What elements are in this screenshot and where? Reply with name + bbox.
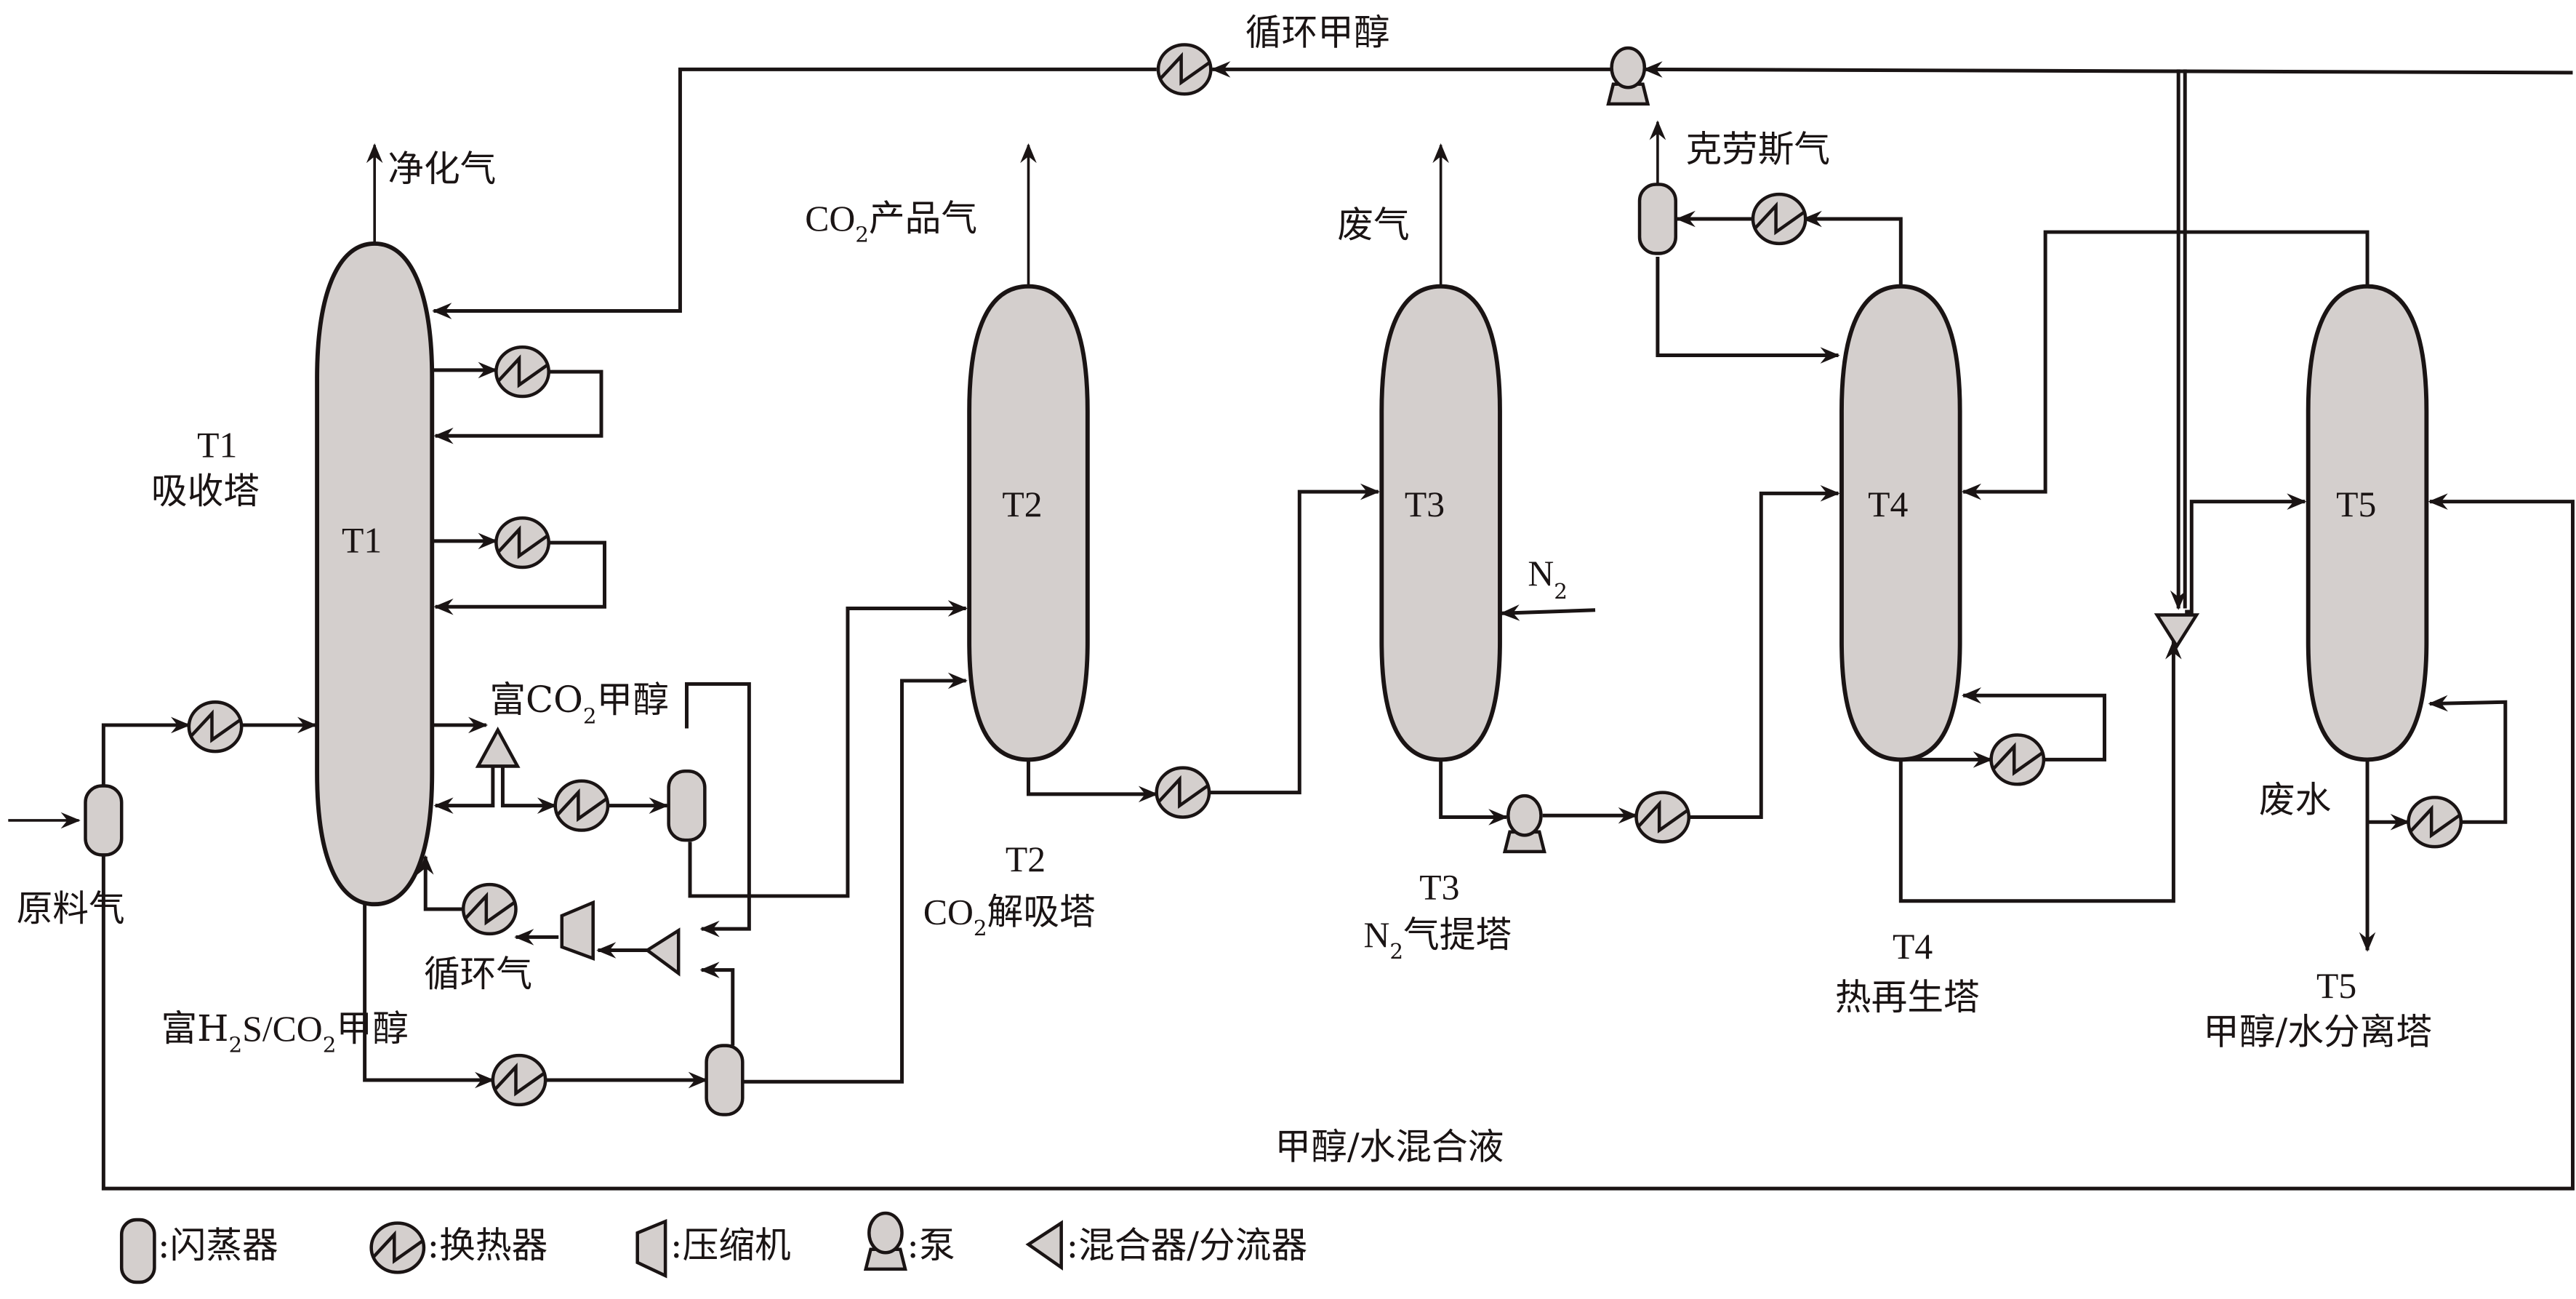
mixer-recycle-gas[interactable]: [644, 927, 681, 977]
label-feed-gas: 原料气: [17, 887, 125, 930]
legend-item-mixer-splitter: :混合器/分流器: [1025, 1220, 1307, 1271]
legend-label-flash-drum: :闪蒸器: [158, 1224, 278, 1266]
heat-exchanger-recycle-methanol[interactable]: [1158, 44, 1211, 94]
heat-exchanger-t1-pa2[interactable]: [496, 518, 548, 567]
caption-t1-tag: T1: [197, 425, 237, 465]
label-rich-h2s-co2-methanol: 富H2S/CO2甲醇: [161, 1007, 408, 1058]
heat-exchanger-t5-reboiler[interactable]: [2409, 797, 2461, 847]
column-t3-tag: T3: [1405, 484, 1445, 524]
column-t5[interactable]: T5: [2306, 284, 2429, 762]
legend: :闪蒸器 :换热器 :压缩机 :泵 :混合器/分流器: [119, 1213, 1307, 1284]
column-t1[interactable]: T1: [315, 241, 435, 907]
pump-recycle-methanol[interactable]: [1608, 48, 1648, 104]
heat-exchanger-t4-reboiler[interactable]: [1991, 735, 2044, 784]
caption-t2-tag: T2: [1006, 839, 1046, 879]
legend-label-heat-exchanger: :换热器: [427, 1224, 547, 1266]
column-t1-tag: T1: [342, 521, 382, 561]
stream-labels: 净化气 循环甲醇 CO2产品气 废气 克劳斯气 N2 原料气 富CO2甲醇 循环…: [17, 11, 2332, 1167]
heat-exchanger-feed[interactable]: [189, 702, 241, 751]
flash-drum-claus[interactable]: [1640, 185, 1676, 254]
pump-icon: [866, 1213, 905, 1269]
flash-drum-icon: [119, 1218, 156, 1284]
pump-t3-bottom[interactable]: [1505, 796, 1544, 852]
column-t2[interactable]: T2: [967, 284, 1090, 762]
caption-t3-name: N2气提塔: [1363, 914, 1512, 964]
caption-t4-tag: T4: [1893, 927, 1933, 967]
legend-item-pump: :泵: [866, 1213, 955, 1269]
heat-exchanger-t1-pa1[interactable]: [496, 347, 548, 396]
compressor-icon: [635, 1218, 667, 1279]
legend-item-compressor: :压缩机: [635, 1218, 791, 1279]
legend-item-flash-drum: :闪蒸器: [119, 1218, 278, 1284]
caption-t1-name: 吸收塔: [151, 470, 260, 512]
flash-drum-co2[interactable]: [669, 771, 705, 840]
heat-exchanger-t2-bottom[interactable]: [1157, 768, 1209, 818]
label-claus-gas: 克劳斯气: [1685, 128, 1830, 170]
flash-drum-h2s[interactable]: [707, 1046, 743, 1115]
heat-exchanger-t3-bottom[interactable]: [1637, 793, 1689, 842]
label-n2-feed: N2: [1528, 553, 1568, 604]
legend-item-heat-exchanger: :换热器: [372, 1223, 547, 1273]
column-t3[interactable]: T3: [1379, 284, 1502, 762]
flash-drum-feed[interactable]: [85, 786, 121, 855]
caption-t3-tag: T3: [1419, 867, 1459, 907]
column-captions: T1 吸收塔 T2 CO2解吸塔 T3 N2气提塔 T4 热再生塔 T5 甲醇/…: [151, 425, 2432, 1053]
label-co2-product: CO2产品气: [805, 197, 977, 247]
caption-t5-name: 甲醇/水分离塔: [2203, 1010, 2432, 1052]
column-t2-tag: T2: [1002, 484, 1042, 524]
legend-label-mixer-splitter: :混合器/分流器: [1066, 1224, 1307, 1266]
mixer-t5-feed[interactable]: [2154, 613, 2200, 650]
label-methanol-water-mix: 甲醇/水混合液: [1275, 1125, 1504, 1167]
caption-t5-tag: T5: [2316, 966, 2356, 1006]
caption-t2-name: CO2解吸塔: [923, 890, 1096, 940]
column-t5-tag: T5: [2336, 484, 2376, 524]
label-recycle-gas: 循环气: [424, 953, 532, 995]
compressor-recycle-gas[interactable]: [560, 900, 595, 962]
label-rich-co2-methanol: 富CO2甲醇: [489, 679, 669, 729]
legend-label-pump: :泵: [907, 1224, 955, 1266]
heat-exchanger-rich-h2s[interactable]: [493, 1055, 545, 1105]
heat-exchanger-t4-overhead[interactable]: [1753, 194, 1805, 244]
heat-exchanger-recycle-gas[interactable]: [463, 884, 515, 934]
legend-label-compressor: :压缩机: [670, 1224, 791, 1266]
label-recycle-methanol: 循环甲醇: [1245, 11, 1390, 53]
pipes: [8, 61, 2575, 1191]
mixer-splitter-icon: [1025, 1220, 1063, 1271]
column-t4[interactable]: T4: [1839, 284, 1962, 762]
label-purified-gas: 净化气: [388, 148, 496, 190]
heat-exchanger-icon: [372, 1223, 424, 1273]
caption-t4-name: 热再生塔: [1835, 976, 1980, 1018]
column-t4-tag: T4: [1868, 484, 1908, 524]
label-tail-gas: 废气: [1337, 204, 1409, 246]
splitter-rich-co2[interactable]: [475, 727, 521, 768]
heat-exchanger-rich-co2[interactable]: [555, 781, 608, 831]
label-waste-water: 废水: [2259, 779, 2331, 821]
